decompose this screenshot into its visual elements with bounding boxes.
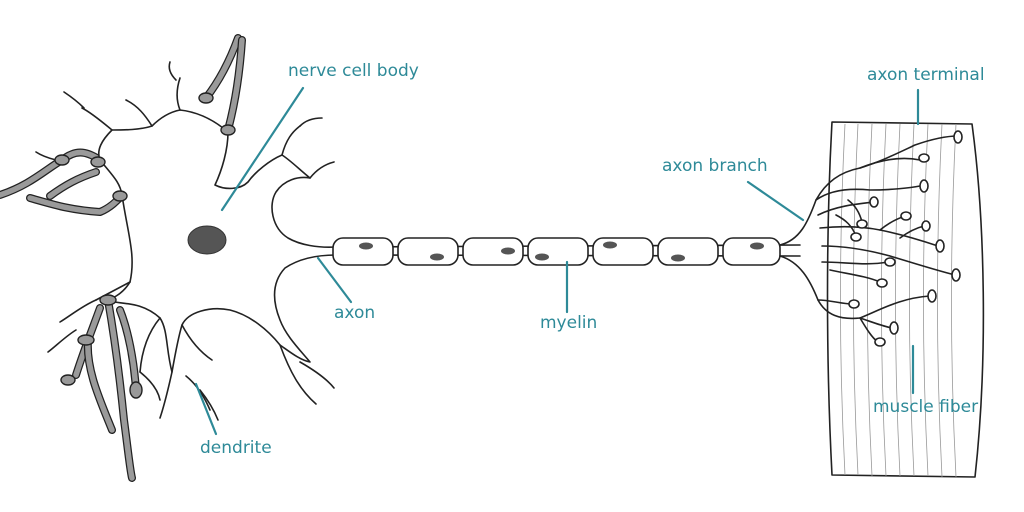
terminal-knob [927, 289, 937, 303]
terminal-knob [850, 232, 862, 242]
dendrite-bulbs [54, 92, 236, 399]
schwann-nucleus [359, 242, 373, 250]
leader-lines [194, 86, 920, 436]
terminal-knob [921, 220, 931, 232]
grey-dendrites [0, 34, 246, 482]
bulb-4 [198, 92, 214, 104]
terminal-knob [884, 257, 896, 267]
myelin-segment [592, 237, 654, 266]
leader-axon [316, 256, 353, 304]
label-dendrite: dendrite [200, 438, 272, 458]
terminal-knob [876, 278, 888, 288]
terminal-knob [889, 321, 899, 335]
terminal-knob [918, 153, 930, 163]
terminal-knob [953, 130, 963, 144]
terminal-knob [869, 196, 879, 208]
schwann-nucleus [501, 247, 515, 255]
bulb-3 [112, 190, 128, 202]
schwann-nucleus [671, 254, 685, 262]
leader-axon-branch [746, 180, 805, 222]
myelin-segment [527, 237, 589, 266]
terminal-knob [935, 239, 945, 253]
bulb-5 [220, 124, 236, 136]
myelin-segment [332, 237, 394, 266]
label-nerve-cell-body: nerve cell body [288, 61, 419, 81]
leader-cell-body [220, 86, 305, 212]
schwann-nucleus [603, 241, 617, 249]
bulb-7 [77, 334, 95, 346]
label-axon-branch: axon branch [662, 156, 768, 176]
bulb-8 [60, 374, 76, 386]
axon-branches [779, 130, 963, 347]
schwann-nucleus [430, 253, 444, 261]
bulb-6 [99, 294, 117, 306]
bulb-2 [90, 156, 106, 168]
label-axon-terminal: axon terminal [867, 65, 985, 85]
leader-dendrite [194, 382, 218, 436]
terminal-knob [856, 219, 868, 229]
nucleus [187, 225, 227, 255]
label-axon: axon [334, 303, 376, 323]
label-myelin: myelin [540, 313, 598, 333]
bulb-1 [54, 154, 70, 166]
terminal-knob [951, 268, 961, 282]
schwann-nucleus [535, 253, 549, 261]
terminal-knob [900, 211, 912, 221]
myelin-segment [462, 237, 524, 266]
axon [332, 237, 801, 266]
axon-terminals [848, 130, 963, 347]
myelin-segment [397, 237, 459, 266]
myelin-segment [722, 237, 781, 266]
white-dendrites [35, 61, 335, 421]
bulb-9 [129, 381, 143, 399]
terminal-knob [848, 299, 860, 309]
terminal-knob [874, 337, 886, 347]
myelin-sheath [332, 237, 781, 266]
nerve-cell-body [97, 109, 337, 373]
schwann-nucleus [750, 242, 764, 250]
myelin-segment [657, 237, 719, 266]
terminal-knob [919, 179, 929, 193]
label-muscle-fiber: muscle fiber [873, 397, 979, 417]
